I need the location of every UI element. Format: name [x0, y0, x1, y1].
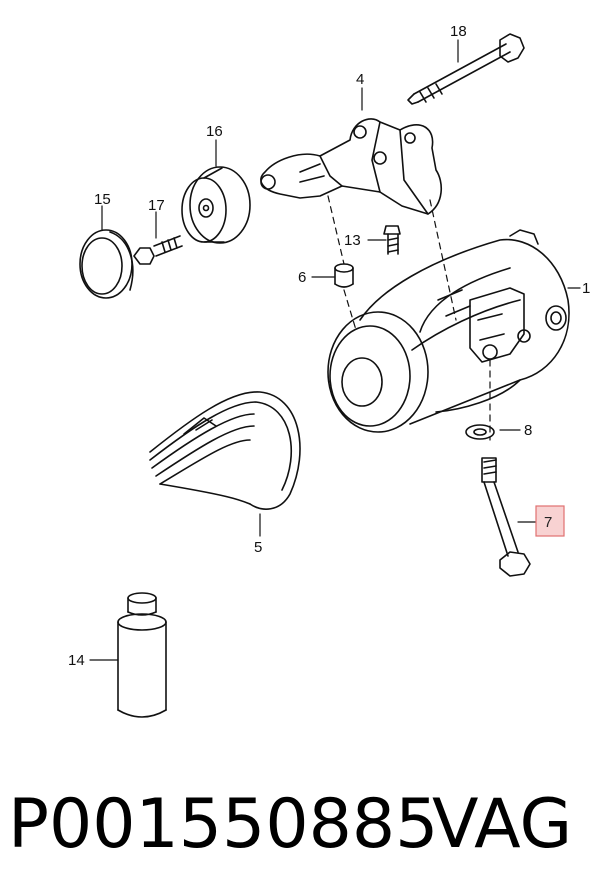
part-4-bracket	[260, 118, 443, 215]
callout-5: 5	[254, 539, 262, 556]
part-8-washer	[465, 424, 495, 440]
callout-15: 15	[94, 191, 111, 208]
part-15-cap	[79, 229, 134, 299]
brand-label: VAG	[432, 785, 573, 864]
callout-6: 6	[298, 269, 306, 286]
part-17-bolt	[133, 235, 183, 265]
part-13-bolt	[383, 225, 401, 255]
part-16-pulley	[181, 166, 251, 244]
callout-1: 1	[582, 280, 590, 297]
callout-14: 14	[68, 652, 85, 669]
exploded-parts-diagram: 18 4 16 15 17 13 6 1 8 7 5 14	[68, 23, 590, 718]
part-5-belt	[149, 391, 301, 510]
callout-16: 16	[206, 123, 223, 140]
callout-18: 18	[450, 23, 467, 40]
callout-17: 17	[148, 197, 165, 214]
callout-4: 4	[356, 71, 364, 88]
leader-lines	[89, 39, 581, 661]
part-7-bolt	[481, 457, 531, 577]
callout-7-highlight	[535, 505, 565, 537]
part-14-can	[117, 592, 167, 718]
part-6-bushing	[334, 263, 354, 288]
callout-13: 13	[344, 232, 361, 249]
footer: P001550885 VAG	[0, 770, 600, 880]
part-1-compressor	[327, 229, 570, 433]
callout-8: 8	[524, 422, 532, 439]
part-18-long-bolt	[407, 33, 525, 105]
callout-7: 7	[544, 514, 552, 531]
part-number: P001550885	[8, 785, 439, 864]
